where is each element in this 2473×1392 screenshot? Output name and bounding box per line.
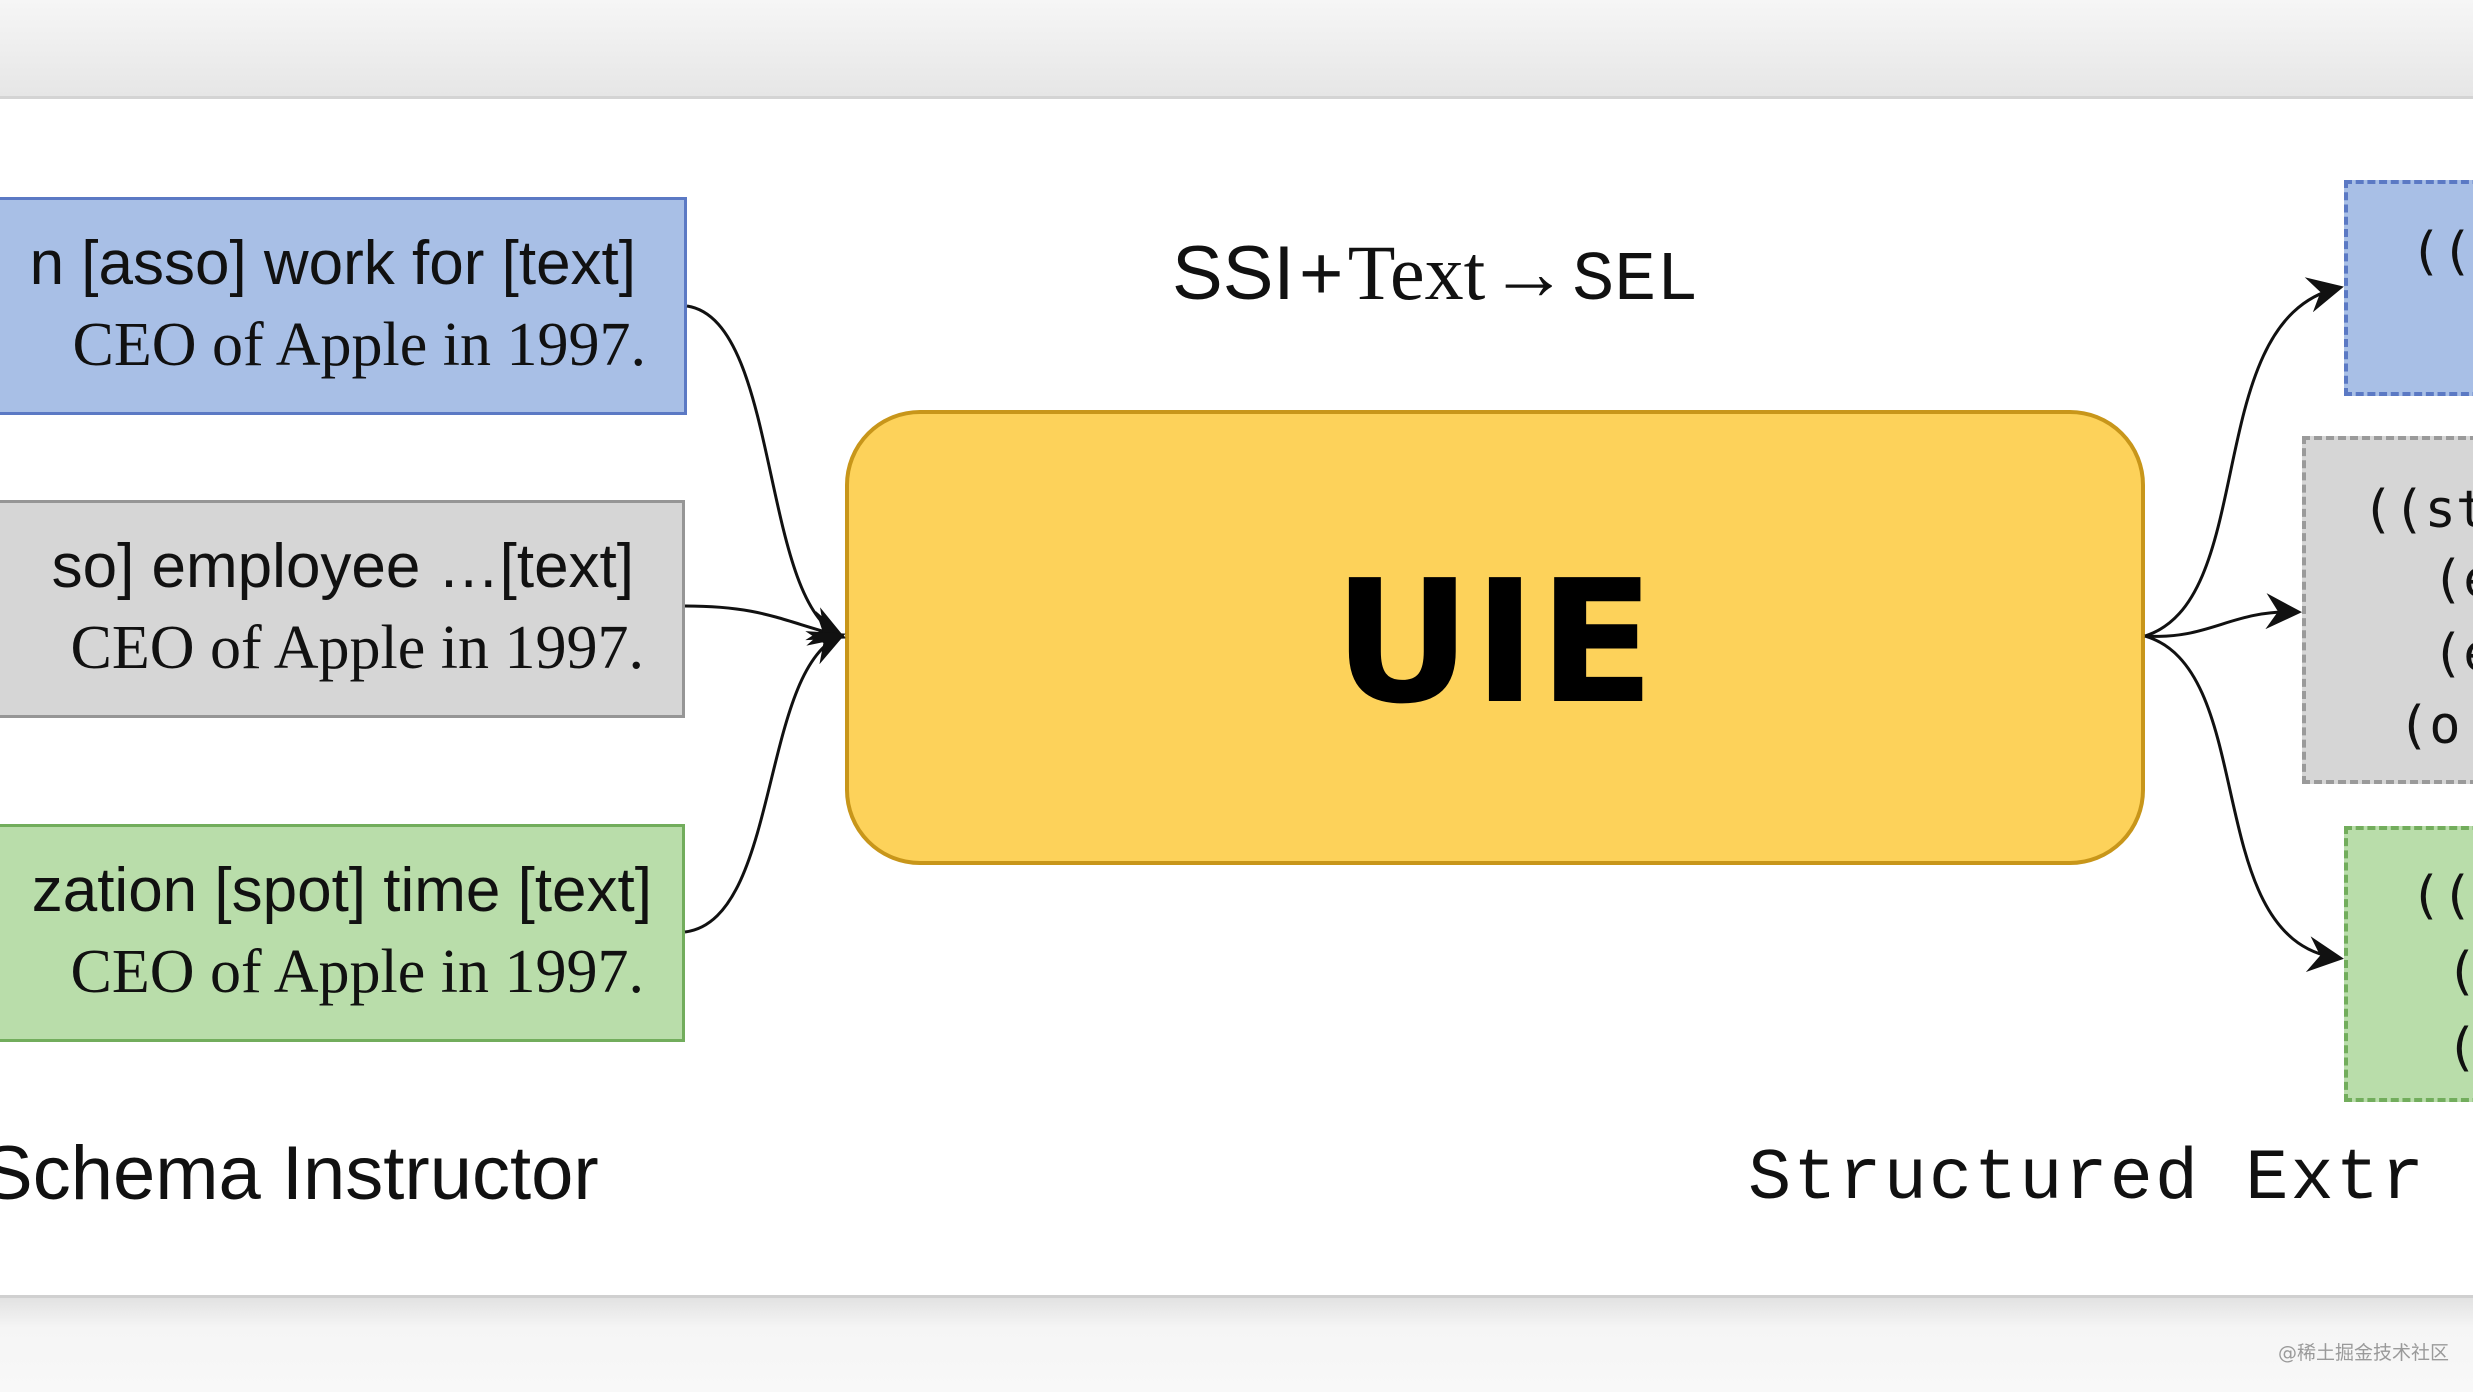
formula-label: SSI + Text → SEL (1172, 228, 1698, 321)
output-line: ((( (2410, 222, 2473, 282)
connector-input-3 (684, 631, 846, 934)
input-schema-text: zation [spot] time [text] (31, 856, 652, 925)
bottom-band (0, 1298, 2473, 1392)
output-box-relation: ((( (2344, 180, 2473, 396)
output-line: ( (2446, 1018, 2473, 1078)
formula-ssi: SSI (1172, 231, 1295, 316)
input-box-entity: zation [spot] time [text] CEO of Apple i… (0, 824, 685, 1042)
caption-schema-instructor: Schema Instructor (0, 1131, 599, 1216)
input-schema-text: n [asso] work for [text] (29, 229, 636, 298)
uie-label: UIE (1333, 544, 1657, 742)
output-line: (o (2398, 696, 2461, 756)
connector-output-2 (2144, 593, 2302, 638)
input-sentence-text: CEO of Apple in 1997. (70, 938, 644, 1006)
watermark: @稀土掘金技术社区 (2278, 1342, 2450, 1364)
connector-input-1 (686, 304, 846, 640)
input-box-event: so] employee …[text] CEO of Apple in 199… (0, 500, 685, 718)
formula-sel: SEL (1572, 242, 1699, 321)
formula-plus: + (1298, 231, 1344, 316)
connector-input-2 (684, 604, 846, 646)
input-box-relation: n [asso] work for [text] CEO of Apple in… (0, 197, 687, 415)
input-sentence-text: CEO of Apple in 1997. (70, 614, 644, 682)
formula-text: Text (1347, 229, 1486, 316)
connector-output-1 (2144, 277, 2344, 638)
input-schema-text: so] employee …[text] (51, 532, 634, 601)
top-band (0, 0, 2473, 96)
input-sentence-text: CEO of Apple in 1997. (72, 311, 646, 379)
output-line: ((st (2362, 480, 2473, 540)
connector-output-3 (2144, 634, 2344, 972)
uie-model-box: UIE (845, 410, 2145, 865)
caption-structured-extraction: Structured Extr (1748, 1138, 2427, 1220)
output-box-entity: (( ( ( (2344, 826, 2473, 1102)
formula-arrow: → (1489, 229, 1568, 316)
output-line: ( (2446, 942, 2473, 1002)
output-line: (e (2432, 550, 2473, 610)
output-box-event: ((st (e (e (o (2302, 436, 2473, 784)
output-line: (( (2410, 866, 2473, 926)
output-line: (e (2432, 624, 2473, 684)
